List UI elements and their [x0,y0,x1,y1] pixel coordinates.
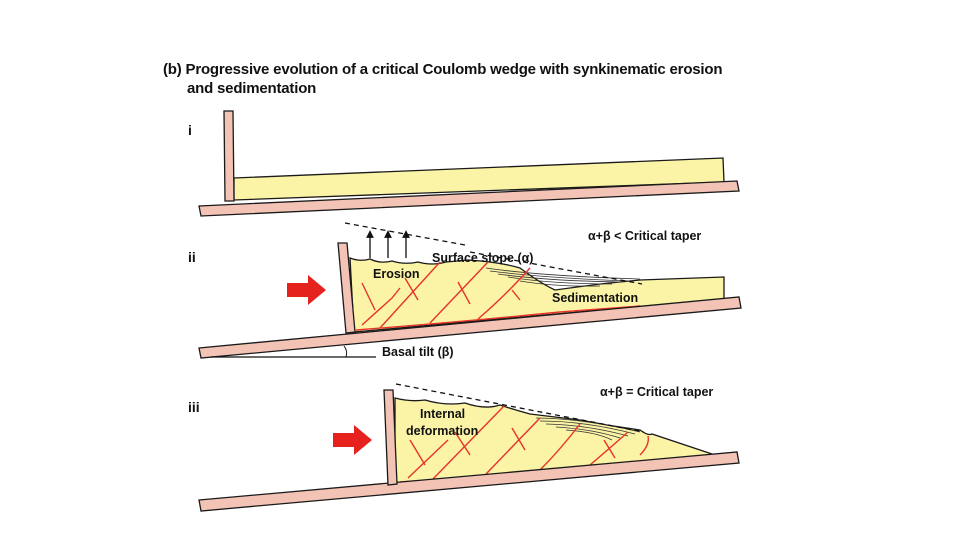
panel-iii-taper-condition: α+β = Critical taper [600,385,713,399]
panel-iii-label: iii [188,399,200,415]
panel-i: i [188,110,740,217]
panel-iii-taper-dashed-line [395,383,645,433]
panel-ii: ii α+β < Critical taper [188,222,742,359]
panel-i-base-plate [198,180,740,217]
figure-title: (b) Progressive evolution of a critical … [163,60,863,98]
panel-iii-push-arrow-icon [333,425,372,455]
panel-iii-internal-label-line-1: Internal [420,407,465,421]
panel-ii-push-arrow-icon [287,275,326,305]
panel-ii-sedimentation-label: Sedimentation [552,291,638,305]
panel-ii-erosion-label: Erosion [373,267,420,281]
panel-iii-internal-label-line-2: deformation [406,424,478,438]
title-line-1: (b) Progressive evolution of a critical … [163,61,723,78]
panel-iii-sediment-layers [535,417,641,441]
panel-ii-label: ii [188,249,196,265]
panel-ii-faults [355,261,641,331]
panel-ii-taper-condition: α+β < Critical taper [588,229,701,243]
panel-i-backstop-wall [223,110,235,202]
panel-ii-surface-slope-label: Surface slope (α) [432,251,533,265]
panel-ii-surface-slope-dashed-line [469,251,643,285]
panel-iii-base-plate [198,451,740,512]
panel-iii: iii α+β = Critical taper [188,383,740,512]
title-line-2: and sedimentation [187,80,317,97]
panel-ii-taper-dashed-line [344,222,466,246]
panel-ii-backstop-wall [337,242,356,334]
panel-ii-basal-tilt-arc [343,345,348,358]
panel-i-label: i [188,122,192,138]
panel-ii-sediment-layers [485,267,641,287]
panel-ii-base-plate [198,296,742,359]
panel-ii-basal-tilt-label: Basal tilt (β) [382,345,454,359]
panel-ii-uplift-arrows [366,230,410,258]
panel-iii-backstop-wall [383,389,398,486]
